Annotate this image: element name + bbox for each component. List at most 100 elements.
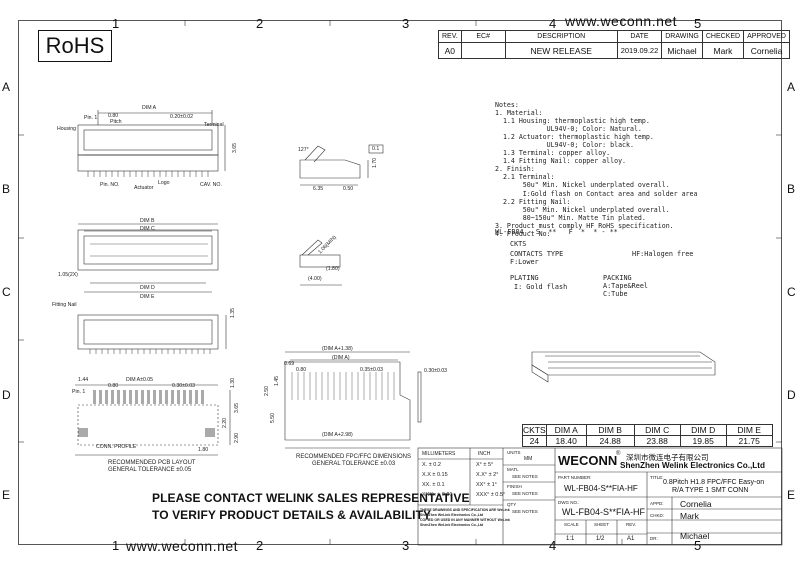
tb-title-label: TITLE:	[650, 475, 664, 480]
note-line: 1.2 Actuator: thermoplastic high temp.	[495, 133, 654, 142]
zone-row-d-left: D	[2, 388, 11, 402]
tb-chkd: Mark	[680, 511, 699, 521]
note-line: 1.3 Terminal: copper alloy.	[495, 149, 611, 158]
label-dim-a298: (DIM A+2.98)	[322, 432, 353, 438]
tb-tol-mm-1: X.X ± 0.15	[422, 472, 448, 478]
website-bottom[interactable]: www.weconn.net	[126, 538, 239, 554]
tb-units-label: UNITS	[507, 450, 521, 455]
label-550: 5.50	[270, 412, 277, 424]
label-180b: 1.80	[198, 447, 209, 453]
label-365b: 3.65	[234, 402, 241, 414]
zone-row-e-right: E	[787, 488, 796, 502]
zone-row-c-left: C	[2, 285, 11, 299]
note-line: 50u" Min. Nickel underplated overall.	[495, 205, 670, 214]
tb-dr-label: DR:	[650, 536, 658, 541]
pn-packing: PACKING	[603, 274, 632, 282]
label-conn-profile: CONN. PROFILE	[96, 444, 137, 450]
zone-col-3-top: 3	[402, 16, 410, 31]
tb-rev: A1	[627, 536, 635, 542]
note-line: I:Gold flash on Contact area and solder …	[495, 189, 698, 198]
tb-tol-mm-3: XXXx ± 0.01	[422, 492, 453, 498]
label-035: 0.35±0.03	[360, 367, 384, 373]
label-010: 0.1	[372, 146, 380, 152]
zone-row-a-left: A	[2, 80, 11, 94]
tb-tol-inch-2: XX° ± 1°	[476, 482, 497, 488]
label-400: (4.00)	[308, 276, 322, 282]
tb-tol-mm-0: X. ± 0.2	[422, 462, 441, 468]
tb-chkd-label: CHKD:	[650, 513, 665, 518]
note-line: 1.4 Fitting Nail: copper alloy.	[495, 157, 627, 166]
note-line: UL94V-0; Color: Natural.	[495, 125, 642, 134]
label-050: 0.50	[343, 186, 354, 192]
label-pcb-layout: RECOMMENDED PCB LAYOUT	[108, 460, 196, 466]
label-fpc-dim: RECOMMENDED FPC/FFC DIMENSIONS	[296, 454, 412, 460]
tb-disclaimer: THESE DRAWINGS AND SPECIFICATION ARE WeL…	[420, 508, 510, 527]
zone-col-5-bottom: 5	[694, 538, 702, 553]
tb-matl-value: SEE NOTES	[512, 474, 538, 479]
tb-title-line1: 0.8Pitch H1.8 FPC/FFC Easy-on	[663, 479, 765, 486]
registered-icon: ®	[616, 451, 621, 457]
tb-mm-header: MILLIMETERS	[422, 451, 456, 457]
zone-col-2-bottom: 2	[256, 538, 264, 553]
tb-dr: Michael	[680, 531, 710, 541]
zone-col-1-bottom: 1	[112, 538, 120, 553]
tb-dwg-no: WL-FB04-S**FIA-HF	[562, 507, 646, 517]
contact-notice-line2: TO VERIFY PRODUCT DETAILS & AVAILABILITY	[152, 508, 432, 522]
note-line: 1.1 Housing: thermoplastic high temp.	[495, 117, 650, 126]
label-terminal: Terminal	[204, 122, 224, 128]
tb-qty-value: SEE NOTES	[512, 509, 538, 514]
note-line: 3. Product must comply HF RoHS specifica…	[495, 221, 674, 230]
label-135: 1.35	[230, 307, 237, 319]
label-080-c: 0.80	[296, 367, 307, 373]
company-name-cn: 深圳市微连电子有限公司	[626, 453, 709, 462]
label-dim-c: DIM C	[140, 226, 155, 232]
label-105: 1.05(2X)	[58, 272, 78, 278]
website-top[interactable]: www.weconn.net	[565, 13, 678, 29]
label-pin-no: Pin. NO.	[100, 182, 120, 188]
contact-notice-line1: PLEASE CONTACT WELINK SALES REPRESENTATI…	[152, 491, 470, 505]
label-020: 0.20±0.02	[170, 114, 194, 120]
tb-scale: 1:1	[566, 536, 575, 542]
label-housing: Housing	[57, 126, 77, 132]
label-080-a: 0.80	[108, 113, 119, 119]
label-030-b: 0.30±0.03	[424, 368, 448, 374]
note-line: 1. Material:	[495, 109, 543, 118]
note-line: 2. Finish:	[495, 165, 535, 174]
tb-finish-label: FINISH	[507, 484, 522, 489]
label-250: 2.50	[264, 385, 271, 397]
zone-row-b-left: B	[2, 182, 11, 196]
note-line: 80~150u" Min. Matte Tin plated.	[495, 213, 646, 222]
label-145: 1.45	[274, 375, 281, 387]
tb-scale-label: SCALE	[564, 522, 579, 527]
label-220: 2.20	[222, 417, 229, 429]
label-dim-a138: (DIM A+1.38)	[322, 346, 353, 352]
tb-dwg-label: DWG NO.:	[558, 500, 580, 505]
tb-tol-inch-1: X.X° ± 2°	[476, 472, 499, 478]
tb-tol-inch-3: XXX° ± 0.5°	[476, 492, 506, 498]
tb-tol-inch-0: X° ± 5°	[476, 462, 494, 468]
zone-col-3-bottom: 3	[402, 538, 410, 553]
tb-finish-value: SEE NOTES	[512, 491, 538, 496]
pn-plating: PLATING	[510, 274, 539, 282]
label-pin1-b: Pin. 1	[72, 389, 86, 395]
drawing-frame	[18, 20, 782, 545]
dimensions-table: CKTS DIM A DIM B DIM C DIM D DIM E 24 18…	[522, 424, 773, 447]
label-080-b: 0.80	[108, 383, 119, 389]
pn-plating-value: I: Gold flash	[514, 283, 568, 291]
label-fitting-nail: Fitting Nail	[52, 302, 77, 308]
tb-sheet-label: SHEET	[594, 522, 610, 527]
label-290: 2.90	[234, 432, 241, 444]
label-130: 1.30	[230, 377, 237, 389]
tb-sheet: 1/2	[596, 536, 605, 542]
tb-part-number-label: PART NUMBER:	[558, 475, 592, 480]
rev-value-date: 2019.09.22	[616, 42, 663, 59]
company-name-en: ShenZhen Welink Electronics Co.,Ltd	[620, 461, 765, 470]
tb-tol-mm-2: XX. ± 0.1	[422, 482, 445, 488]
rev-value-description: NEW RELEASE	[504, 42, 618, 59]
label-dim-a005: DIM A±0.05	[126, 377, 154, 383]
rev-value-checked: Mark	[701, 42, 745, 59]
label-144: 1.44	[78, 377, 89, 383]
pn-contacts-value: F:Lower	[510, 258, 539, 266]
label-pin1-a: Pin. 1	[84, 115, 98, 121]
